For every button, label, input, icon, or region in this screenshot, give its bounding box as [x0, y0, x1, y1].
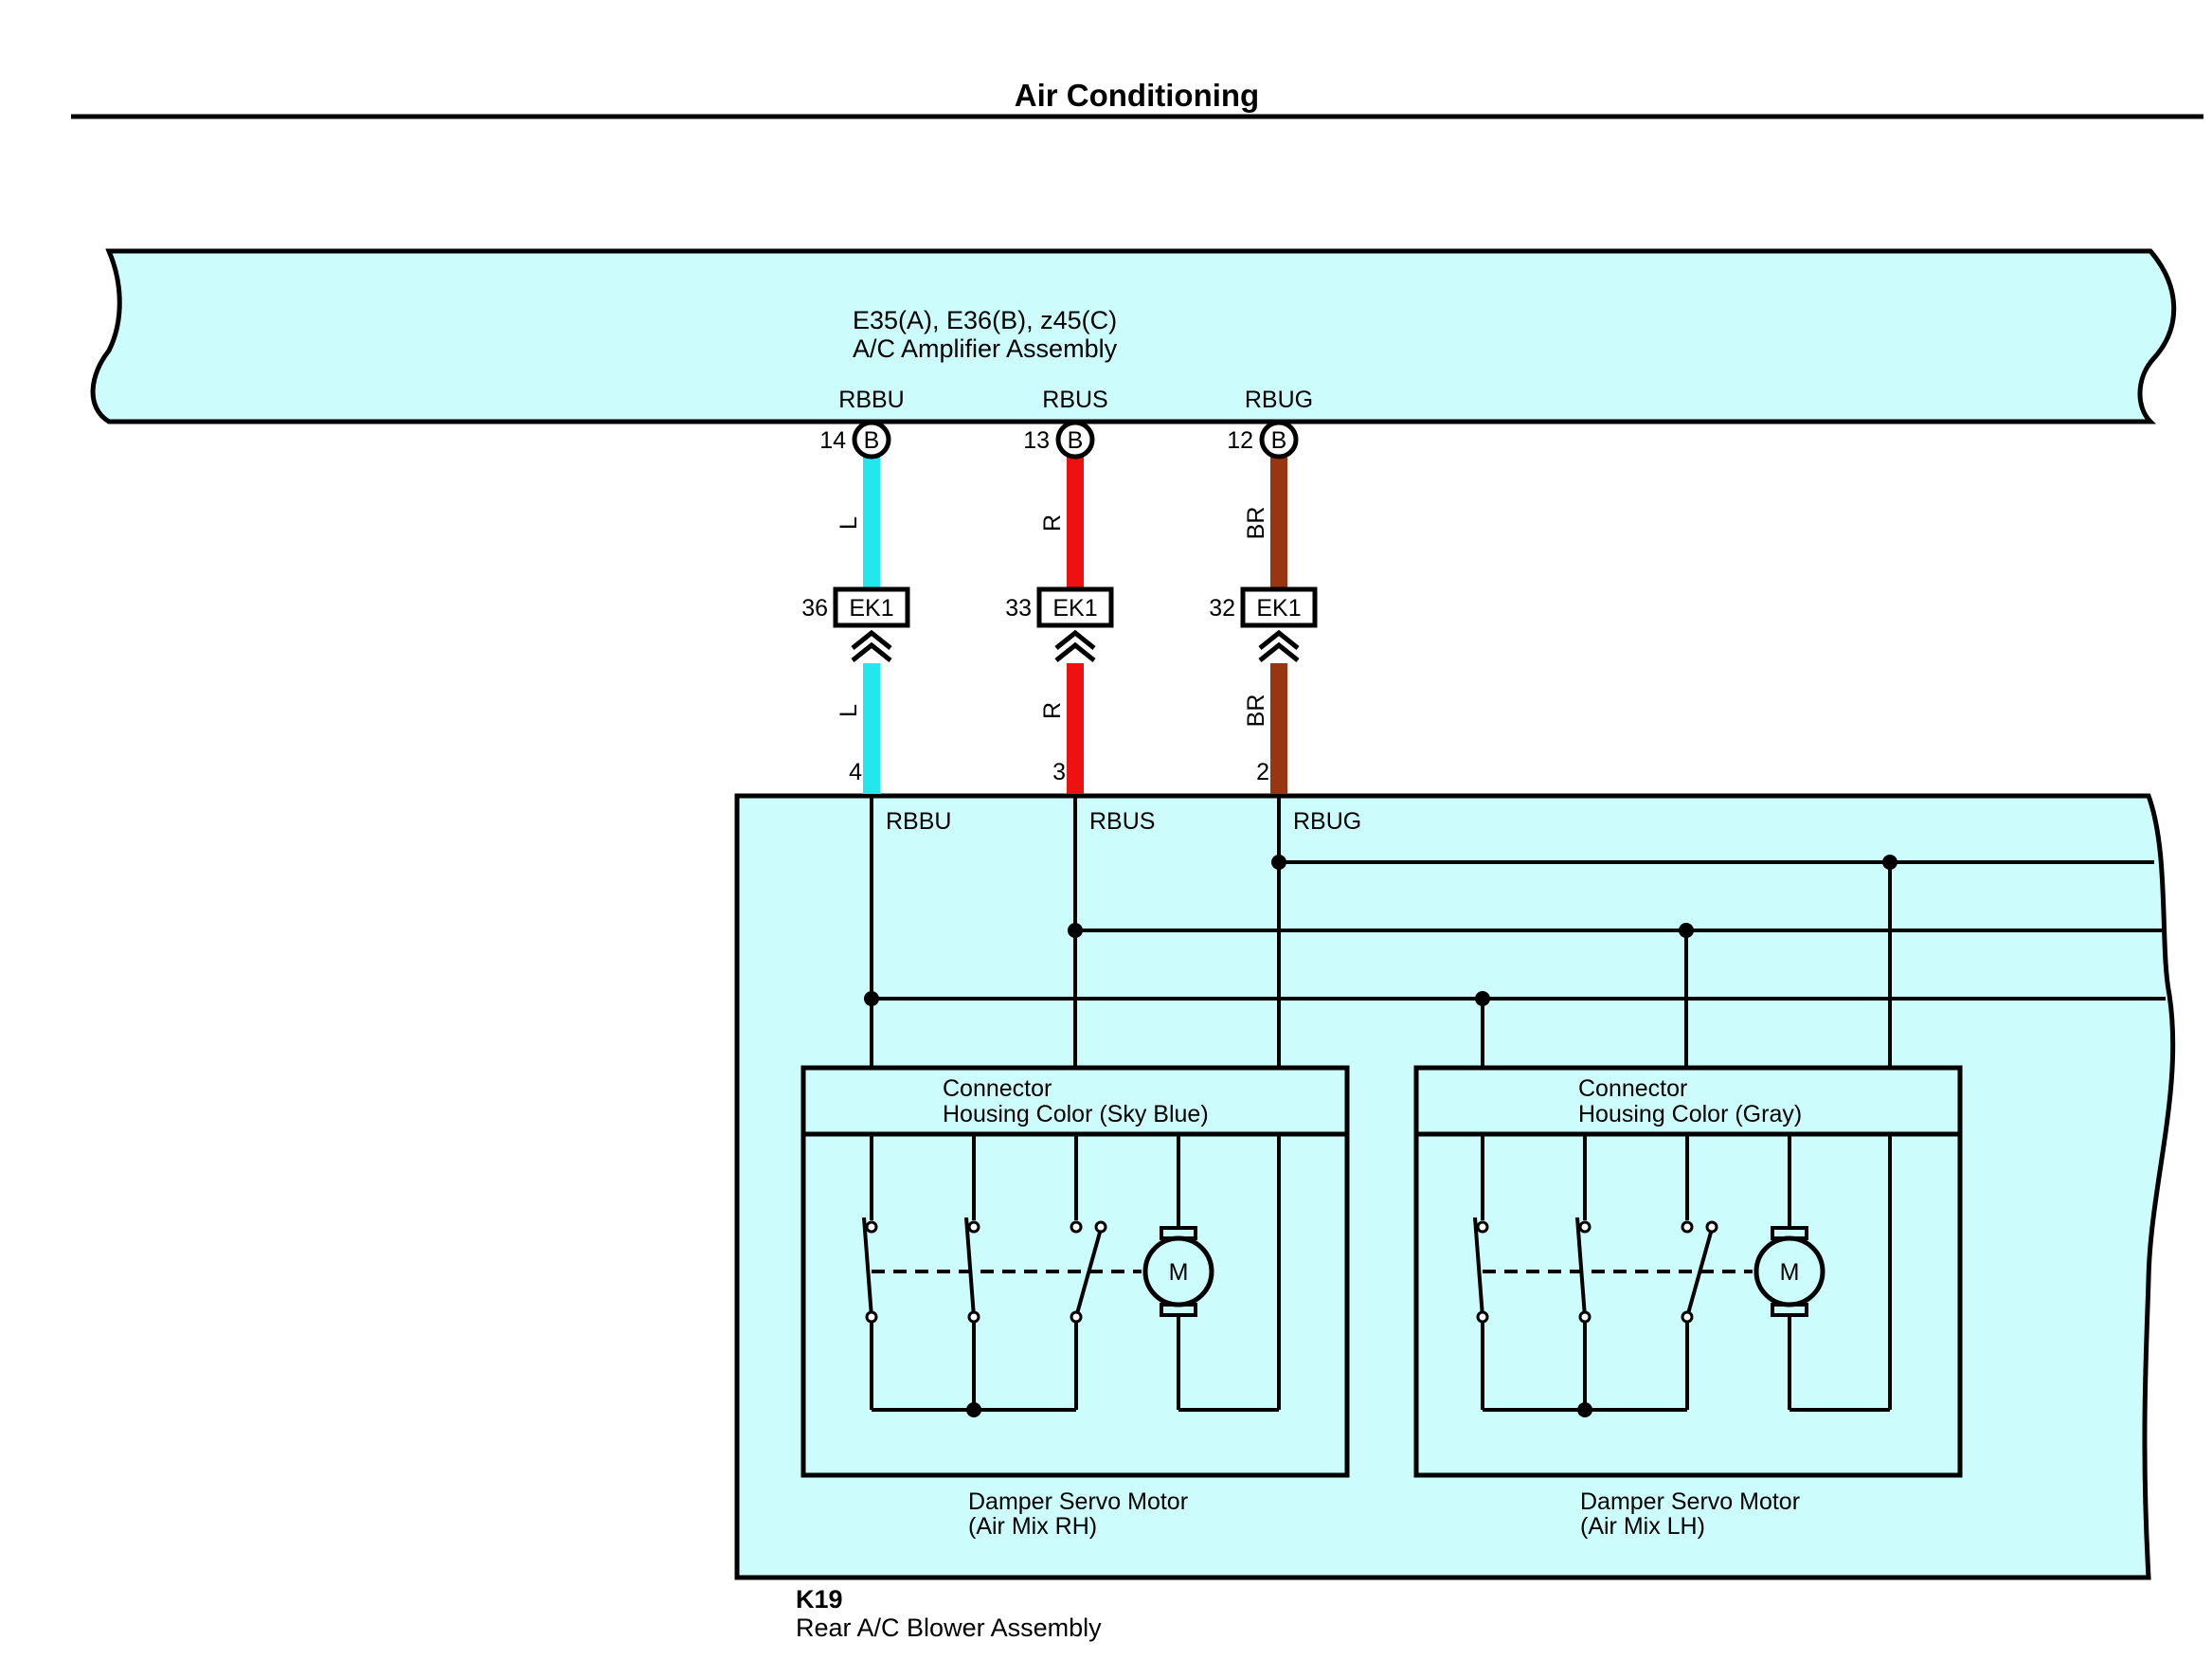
- servo-rh-contact: [865, 1220, 878, 1234]
- servo-motor-lh: Connector Housing Color (Gray): [1413, 1065, 1963, 1540]
- servo-rh-position: (Air Mix RH): [968, 1513, 1097, 1540]
- amp-connector-rbug: B: [1271, 427, 1287, 454]
- junction-chevron-rbug: [1258, 629, 1300, 662]
- junction-chevron-rbbu: [851, 629, 892, 662]
- wire-color-upper-rbus: R: [1039, 514, 1066, 532]
- junction-chevron-rbus: [1054, 629, 1096, 662]
- servo-rh-name: Damper Servo Motor: [968, 1488, 1188, 1515]
- junction-label-rbbu: EK1: [849, 595, 893, 622]
- wire-color-lower-rbug: BR: [1243, 694, 1269, 728]
- servo-rh-motor-symbol: M: [1169, 1259, 1189, 1286]
- servo-rh-splice-dot: [966, 1402, 981, 1417]
- amp-pin-rbug: 12: [1227, 427, 1253, 454]
- splice-dot: [864, 991, 879, 1006]
- wire-color-upper-rbug: BR: [1243, 507, 1269, 540]
- ek1-pin-rbus: 33: [1005, 595, 1032, 622]
- junction-box-rbbu: [833, 586, 910, 628]
- amp-pin-circle-rbbu: [852, 420, 891, 460]
- amp-signal-rbus: RBUS: [1042, 387, 1107, 413]
- servo-motor-rh: Connector Housing Color (Sky Blue): [800, 1065, 1350, 1540]
- servo-lh-contact: [1578, 1220, 1592, 1234]
- amp-pin-rbus: 13: [1023, 427, 1050, 454]
- servo-lh-contact: [1578, 1310, 1592, 1324]
- servo-lh-splice-dot: [1577, 1402, 1592, 1417]
- servo-lh-contact: [1705, 1220, 1718, 1234]
- splice-dot: [1271, 855, 1286, 870]
- servo-lh-contact: [1681, 1310, 1694, 1324]
- servo-rh-contact: [1070, 1220, 1083, 1234]
- servo-lh-name: Damper Servo Motor: [1580, 1488, 1800, 1515]
- blower-name: Rear A/C Blower Assembly: [796, 1614, 1102, 1642]
- blower-signal-rbbu: RBBU: [886, 808, 951, 835]
- servo-lh-contact: [1476, 1310, 1489, 1324]
- blower-pin-rbus: 3: [1052, 759, 1066, 785]
- circuit-rbbu: RBBU B 14 L EK1 36 L 4 RBBU: [801, 387, 951, 835]
- servo-lh-motor-circle: [1753, 1235, 1825, 1307]
- servo-rh-motor-circle: [1142, 1235, 1214, 1307]
- blower-pin-rbug: 2: [1256, 759, 1269, 785]
- blower-assembly-block: [734, 793, 2176, 1580]
- amp-connector-rbus: B: [1068, 427, 1084, 454]
- page-title: Air Conditioning: [1015, 78, 1259, 113]
- servo-lh-switch-blade: [1473, 1217, 1484, 1318]
- splice-dot: [1475, 991, 1490, 1006]
- circuit-rbug: RBUG B 12 BR EK1 32 BR 2 RBUG: [1209, 387, 1361, 835]
- splice-dot: [1679, 923, 1694, 938]
- servo-rh-contact: [1094, 1220, 1107, 1234]
- amp-pin-rbbu: 14: [819, 427, 846, 454]
- junction-box-rbug: [1240, 586, 1318, 628]
- blower-signal-rbus: RBUS: [1089, 808, 1155, 835]
- junction-box-rbus: [1036, 586, 1114, 628]
- servo-rh-contact: [1070, 1310, 1083, 1324]
- servo-lh-position: (Air Mix LH): [1580, 1513, 1705, 1540]
- servo-rh-contact: [967, 1220, 980, 1234]
- splice-dot: [1882, 855, 1897, 870]
- amp-signal-rbug: RBUG: [1245, 387, 1313, 413]
- splice-dot: [1068, 923, 1083, 938]
- servo-lh-switch-blade: [1575, 1217, 1587, 1318]
- servo-lh-connector-color: Housing Color (Gray): [1578, 1101, 1802, 1127]
- circuit-rbus: RBUS B 13 R EK1 33 R 3 RBUS: [1005, 387, 1155, 835]
- junction-label-rbug: EK1: [1256, 595, 1301, 622]
- amplifier-assembly-block: [90, 248, 2177, 424]
- amp-connector-rbbu: B: [864, 427, 880, 454]
- servo-lh-contact: [1681, 1220, 1694, 1234]
- servo-rh-connector-label: Connector: [943, 1075, 1052, 1102]
- servo-lh-connector-label: Connector: [1578, 1075, 1687, 1102]
- servo-lh-outline: [1413, 1065, 1963, 1478]
- amplifier-name: A/C Amplifier Assembly: [853, 334, 1118, 363]
- wire-color-upper-rbbu: L: [836, 516, 862, 530]
- amp-signal-rbbu: RBBU: [838, 387, 904, 413]
- servo-rh-contact: [865, 1310, 878, 1324]
- servo-rh-connector-color: Housing Color (Sky Blue): [943, 1101, 1209, 1127]
- servo-rh-switch-blade: [862, 1217, 873, 1318]
- amp-pin-circle-rbug: [1259, 420, 1299, 460]
- amplifier-connectors: E35(A), E36(B), z45(C): [853, 306, 1117, 334]
- servo-rh-outline: [800, 1065, 1350, 1478]
- servo-rh-contact: [967, 1310, 980, 1324]
- wire-color-lower-rbus: R: [1039, 702, 1066, 719]
- blower-id: K19: [796, 1585, 843, 1614]
- ek1-pin-rbug: 32: [1209, 595, 1235, 622]
- servo-lh-contact: [1476, 1220, 1489, 1234]
- servo-lh-motor-symbol: M: [1780, 1259, 1800, 1286]
- blower-pin-rbbu: 4: [849, 759, 862, 785]
- ek1-pin-rbbu: 36: [801, 595, 828, 622]
- splice-points: [864, 855, 1897, 1006]
- junction-label-rbus: EK1: [1052, 595, 1097, 622]
- amp-pin-circle-rbus: [1055, 420, 1095, 460]
- wire-color-lower-rbbu: L: [836, 704, 862, 717]
- blower-signal-rbug: RBUG: [1293, 808, 1361, 835]
- servo-rh-switch-blade: [964, 1217, 976, 1318]
